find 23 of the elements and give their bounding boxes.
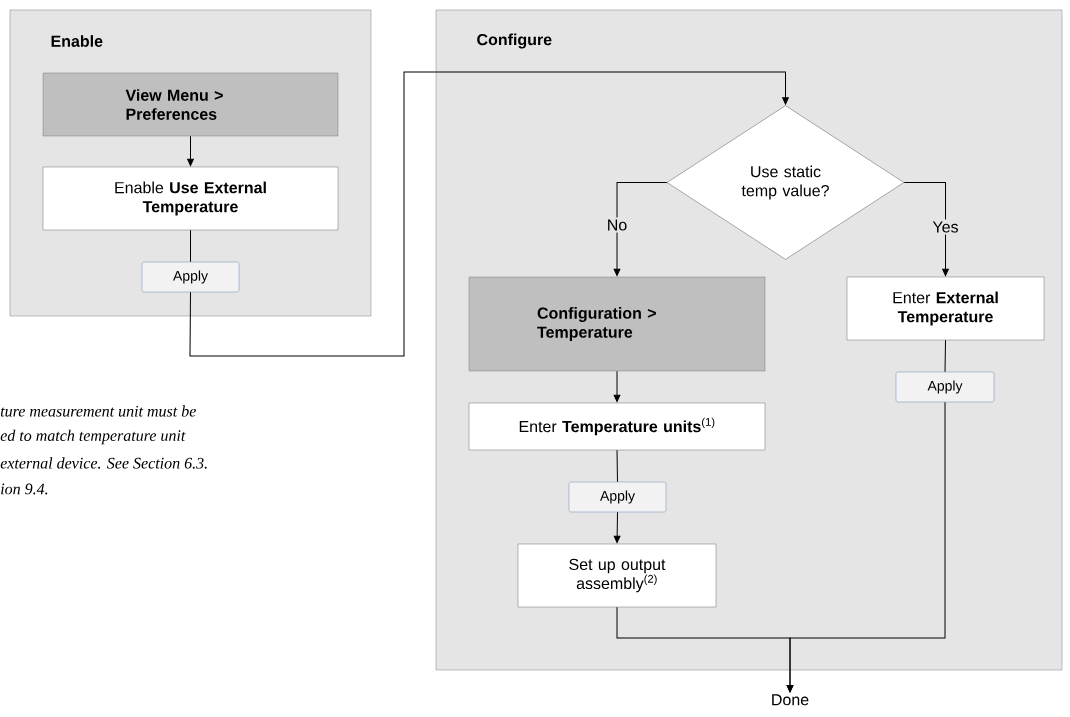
step-box: Enter Temperature units$^{(1)}$ — [468, 402, 766, 451]
edge-label: No — [604, 217, 630, 233]
edge-label: Yes — [930, 219, 961, 235]
step-box: Set up output assembly$^{(2)}$ — [517, 543, 717, 608]
step-box: Enter External Temperature — [846, 276, 1045, 341]
footnote-line: ed to match temperature unit — [0, 429, 186, 445]
footnote-line: external device. See Section 6.3. — [0, 457, 207, 469]
arrow — [903, 182, 949, 277]
step-box: Enable Use External Temperature — [42, 166, 339, 231]
apply-button: Apply — [895, 371, 995, 403]
arrow — [613, 370, 621, 403]
arrow — [613, 182, 668, 277]
arrow — [187, 135, 194, 167]
footnote-line: ture measurement unit must be — [0, 405, 196, 417]
apply-button: Apply — [568, 481, 667, 513]
arrow — [786, 401, 946, 693]
apply-button: Apply — [141, 261, 240, 293]
arrow — [613, 511, 621, 544]
footnote-line: ion 9.4. — [1, 483, 48, 495]
end-label: Done — [772, 694, 809, 706]
menu-path-box: View Menu > Preferences — [42, 72, 339, 137]
menu-path-box: Configuration > Temperature — [468, 276, 766, 372]
arrow — [189, 71, 789, 357]
